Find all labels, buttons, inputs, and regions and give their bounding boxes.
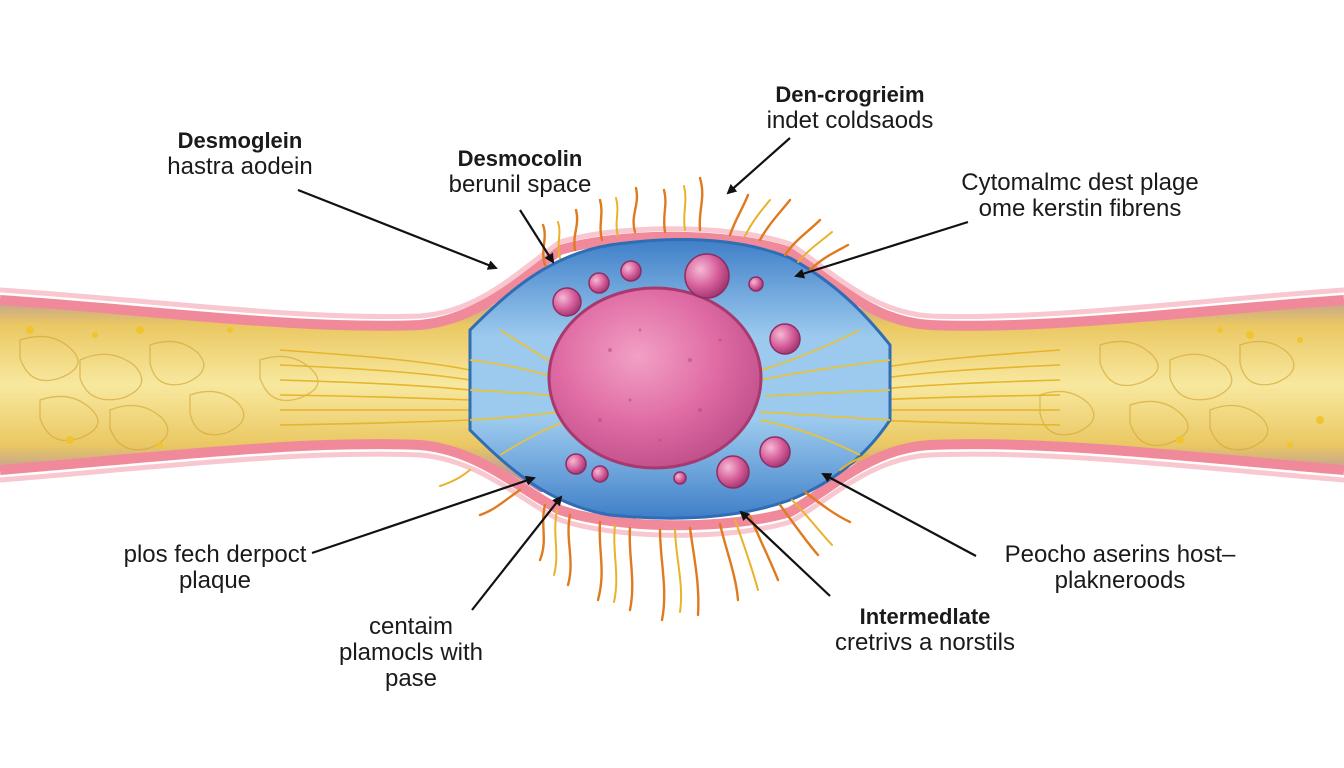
label-cytomalmc-line1: Cytomalmc dest plage <box>961 169 1199 196</box>
vesicles <box>552 253 801 489</box>
label-centaim-line2: plamocls with <box>338 639 484 666</box>
label-den-crogrieim: Den-crogrieim indet coldsaods <box>740 82 960 134</box>
label-plos-fech: plos fech derpoct plaque <box>100 542 330 594</box>
label-cytomalmc: Cytomalmc dest plage ome kerstin fibrens <box>930 170 1230 222</box>
label-plos-fech-line2: plaque <box>178 567 252 594</box>
desmosome-fibres-bottom-yellow <box>439 454 869 613</box>
label-den-crogrieim-title: Den-crogrieim <box>775 82 925 107</box>
label-peocho: Peocho aserins host– plakneroods <box>980 542 1260 594</box>
arrow-cytomalmc <box>794 220 969 279</box>
label-intermediate-title: Intermedlate <box>859 604 991 629</box>
arrow-den-crogrieim <box>726 137 791 195</box>
label-centaim-line1: centaim <box>368 613 454 640</box>
desmosome-fibres-top <box>541 176 850 272</box>
label-desmocolin: Desmocolin berunil space <box>425 146 615 198</box>
desmosome-fibres-top-yellow <box>557 185 833 263</box>
label-desmoglein-title: Desmoglein <box>177 128 303 153</box>
tissue-texture <box>19 335 1295 451</box>
arrow-intermediate <box>739 510 831 597</box>
label-intermediate: Intermedlate cretrivs a norstils <box>800 604 1050 656</box>
label-peocho-line1: Peocho aserins host– <box>1004 541 1236 568</box>
tissue-granules <box>26 326 1324 448</box>
arrow-desmoglein <box>297 188 498 270</box>
nucleus-texture <box>598 328 722 442</box>
nucleus <box>547 286 763 470</box>
label-peocho-line2: plakneroods <box>1054 567 1186 594</box>
label-desmoglein: Desmoglein hastra aodein <box>150 128 330 180</box>
label-desmocolin-title: Desmocolin <box>457 146 583 171</box>
intermediate-filaments <box>469 329 891 456</box>
label-intermediate-desc: cretrivs a norstils <box>834 629 1016 656</box>
label-plos-fech-line1: plos fech derpoct <box>123 541 307 568</box>
pointer-arrows <box>297 137 977 611</box>
arrow-desmocolin <box>519 209 555 264</box>
label-cytomalmc-line2: ome kerstin fibrens <box>978 195 1182 222</box>
arrow-centaim <box>471 495 563 611</box>
label-desmoglein-desc: hastra aodein <box>167 153 313 180</box>
arrow-plos-fech <box>311 475 536 555</box>
arrow-peocho <box>821 473 977 557</box>
label-desmocolin-desc: berunil space <box>448 171 592 198</box>
label-den-crogrieim-desc: indet coldsaods <box>766 107 934 134</box>
label-centaim: centaim plamocls with pase <box>316 614 506 692</box>
label-centaim-line3: pase <box>384 665 438 692</box>
